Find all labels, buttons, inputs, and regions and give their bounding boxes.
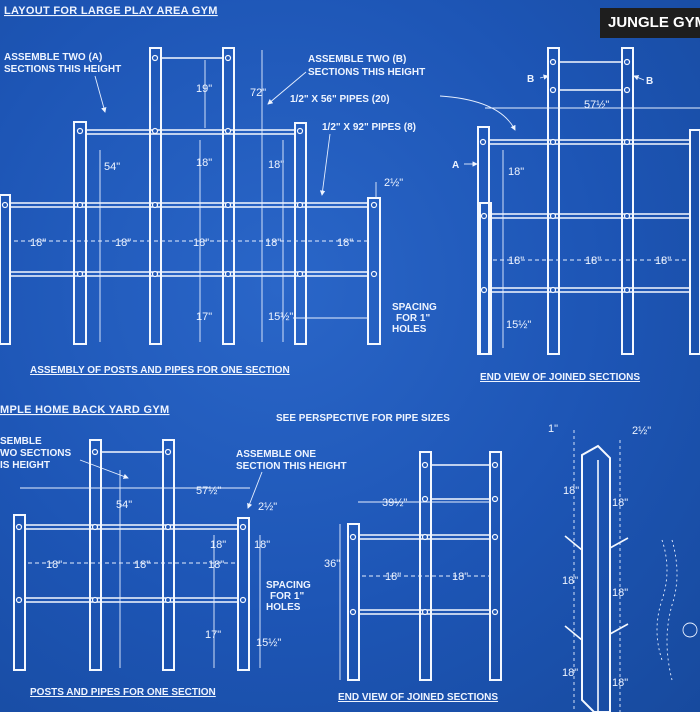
spacing-line3: HOLES <box>392 324 427 335</box>
dim-18: 18" <box>612 497 628 509</box>
bottom-caption-right: END VIEW OF JOINED SECTIONS <box>338 692 498 703</box>
dim-18: 18" <box>385 571 401 583</box>
bottom-section-frame <box>13 439 261 671</box>
post <box>149 47 162 345</box>
dim-54: 54" <box>116 499 132 511</box>
jungle-gym-badge: JUNGLE GYM <box>600 8 700 38</box>
dim-18: 18" <box>612 587 628 599</box>
dim-2: 2½" <box>258 501 277 513</box>
dim-17: 17" <box>196 311 212 323</box>
dim-72: 72" <box>250 87 266 99</box>
assemble-two-line3: IS HEIGHT <box>0 460 50 471</box>
spacing-line1: SPACING <box>392 302 437 313</box>
dim-18: 18" <box>268 159 284 171</box>
dim-54: 54" <box>104 161 120 173</box>
assemble-one-line1: ASSEMBLE ONE <box>236 449 316 460</box>
dim-18: 18" <box>134 559 150 571</box>
dim-18: 18" <box>508 166 524 178</box>
label-b: B <box>527 74 534 85</box>
dim-18: 18" <box>337 237 353 249</box>
dim-18: 18" <box>196 157 212 169</box>
post <box>0 194 11 345</box>
dim-18: 18" <box>452 571 468 583</box>
post <box>294 122 307 345</box>
dim-18: 18" <box>210 539 226 551</box>
post <box>222 47 235 345</box>
dim-57: 57½" <box>584 99 609 111</box>
dim-36: 36" <box>324 558 340 570</box>
dim-57: 57½" <box>196 485 221 497</box>
dim-18: 18" <box>254 539 270 551</box>
dim-18: 18" <box>193 237 209 249</box>
dim-18: 18" <box>585 255 601 267</box>
post <box>73 121 87 345</box>
dim-2: 2½" <box>632 425 651 437</box>
bottom-title: MPLE HOME BACK YARD GYM <box>0 404 169 416</box>
dim-15: 15½" <box>256 637 281 649</box>
spacing-line3: HOLES <box>266 602 301 613</box>
assemble-a-line1: ASSEMBLE TWO (A) <box>4 52 102 63</box>
dim-19: 19" <box>196 83 212 95</box>
dim-18: 18" <box>655 255 671 267</box>
dim-18: 18" <box>208 559 224 571</box>
dim-15: 15½" <box>506 319 531 331</box>
top-section-frame <box>0 47 381 345</box>
dim-18: 18" <box>115 237 131 249</box>
dim-1: 1" <box>548 423 558 435</box>
post-perspective-detail <box>564 430 698 712</box>
dim-18: 18" <box>265 237 281 249</box>
dim-18: 18" <box>612 677 628 689</box>
spacing-line1: SPACING <box>266 580 311 591</box>
bottom-end-view <box>339 451 502 681</box>
top-end-view <box>464 47 700 355</box>
spacing-line2: FOR 1" <box>270 591 304 602</box>
assemble-a-line2: SECTIONS THIS HEIGHT <box>4 64 121 75</box>
dim-2: 2½" <box>384 177 403 189</box>
dim-15: 15½" <box>268 311 293 323</box>
dim-18: 18" <box>562 667 578 679</box>
dim-18: 18" <box>46 559 62 571</box>
top-caption-right: END VIEW OF JOINED SECTIONS <box>480 372 640 383</box>
dim-39: 39½" <box>382 497 407 509</box>
top-title: LAYOUT FOR LARGE PLAY AREA GYM <box>4 5 218 17</box>
top-caption-left: ASSEMBLY OF POSTS AND PIPES FOR ONE SECT… <box>30 365 290 376</box>
post <box>367 197 381 345</box>
dim-17: 17" <box>205 629 221 641</box>
assemble-b-line1: ASSEMBLE TWO (B) <box>308 54 406 65</box>
label-a: A <box>452 160 459 171</box>
dim-18: 18" <box>30 237 46 249</box>
spacing-line2: FOR 1" <box>396 313 430 324</box>
dim-18: 18" <box>562 575 578 587</box>
label-b: B <box>646 76 653 87</box>
assemble-one-line2: SECTION THIS HEIGHT <box>236 461 347 472</box>
assemble-two-line2: WO SECTIONS <box>0 448 71 459</box>
dim-18: 18" <box>563 485 579 497</box>
assemble-two-line1: SEMBLE <box>0 436 42 447</box>
dim-18: 18" <box>508 255 524 267</box>
assemble-b-line2: SECTIONS THIS HEIGHT <box>308 67 425 78</box>
pipes-56-label: 1/2" X 56" PIPES (20) <box>290 94 390 105</box>
bottom-caption-left: POSTS AND PIPES FOR ONE SECTION <box>30 687 216 698</box>
see-perspective-note: SEE PERSPECTIVE FOR PIPE SIZES <box>276 413 450 424</box>
pipes-92-label: 1/2" X 92" PIPES (8) <box>322 122 416 133</box>
